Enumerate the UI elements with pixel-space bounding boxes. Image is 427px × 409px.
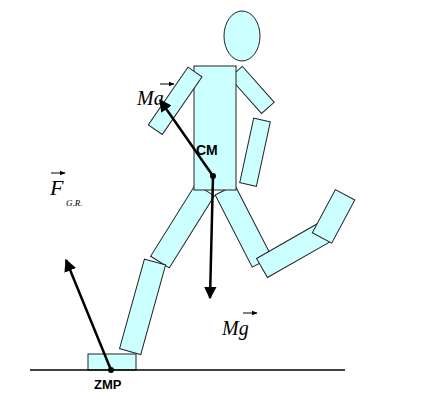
zmp-dot: [108, 367, 114, 373]
vector-accent: [160, 84, 174, 85]
torso: [194, 66, 236, 190]
point-label: CM: [196, 143, 218, 157]
point-label: ZMP: [94, 378, 121, 391]
ground-reaction-arrow: [66, 260, 111, 370]
head: [224, 11, 260, 61]
inertia-arrow: [160, 100, 213, 176]
cm-dot: [210, 173, 216, 179]
vector-accent: [51, 173, 65, 174]
right-forearm: [240, 118, 271, 186]
gravity-arrow: [210, 176, 213, 298]
force-symbol: F: [50, 177, 63, 199]
vector-accent: [243, 313, 257, 314]
front-thigh: [151, 184, 215, 268]
force-symbol: Ma: [137, 88, 164, 108]
force-symbol: Mg: [222, 318, 249, 338]
back-foot: [312, 190, 354, 244]
front-shin: [120, 259, 166, 354]
subscript: G.R.: [66, 199, 83, 208]
ground-line: [30, 369, 345, 371]
body-figure: [88, 11, 355, 370]
